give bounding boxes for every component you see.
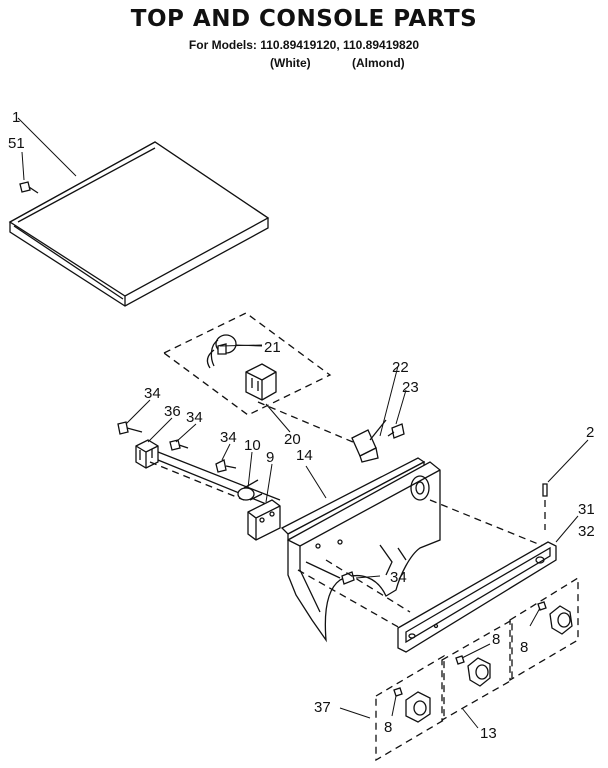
top-panel-part-1 [8, 141, 270, 307]
callout-34-lower: 34 [220, 429, 237, 446]
mounting-plate-part-9 [247, 499, 281, 541]
callout-20: 20 [284, 431, 301, 448]
callout-1: 1 [12, 109, 20, 126]
callout-8-right: 8 [520, 639, 528, 656]
screw-part-34-mid [169, 439, 189, 451]
callout-22: 22 [392, 359, 409, 376]
switch-part-10 [237, 479, 263, 501]
pin-part-2 [542, 483, 548, 530]
clip-part-36 [135, 439, 159, 469]
callout-10: 10 [244, 437, 261, 454]
screw-part-34-upper [117, 421, 143, 435]
callout-8-left: 8 [384, 719, 392, 736]
callout-2: 2 [586, 424, 594, 441]
knob-assembly-part-37 [375, 654, 445, 762]
callout-23: 23 [402, 379, 419, 396]
screw-part-51 [19, 181, 39, 194]
callout-34-mid: 34 [186, 409, 203, 426]
control-assembly-part-20 [162, 312, 361, 446]
callout-8-middle: 8 [492, 631, 500, 648]
variant-almond-label: (Almond) [352, 56, 405, 70]
callout-13: 13 [480, 725, 497, 742]
callout-31: 31 [578, 501, 595, 518]
variant-white-label: (White) [270, 56, 311, 70]
knob-assembly-part-32 [509, 576, 579, 682]
callout-9: 9 [266, 449, 274, 466]
callout-34-upper: 34 [144, 385, 161, 402]
callout-51: 51 [8, 135, 25, 152]
callout-32: 32 [578, 523, 595, 540]
knob-assembly-part-13 [441, 618, 513, 722]
callout-leaders [17, 117, 589, 729]
callout-34-console: 34 [390, 569, 407, 586]
screw-part-23 [387, 423, 405, 439]
callout-36: 36 [164, 403, 181, 420]
screw-part-34-lower [215, 459, 237, 473]
diagram-title: TOP AND CONSOLE PARTS [130, 6, 478, 32]
console-panel-part-31 [397, 541, 557, 653]
callout-14: 14 [296, 447, 313, 464]
callout-37: 37 [314, 699, 331, 716]
bracket-part-22 [351, 419, 387, 463]
model-numbers: For Models: 110.89419120, 110.89419820 [188, 38, 420, 52]
callout-21: 21 [264, 339, 281, 356]
